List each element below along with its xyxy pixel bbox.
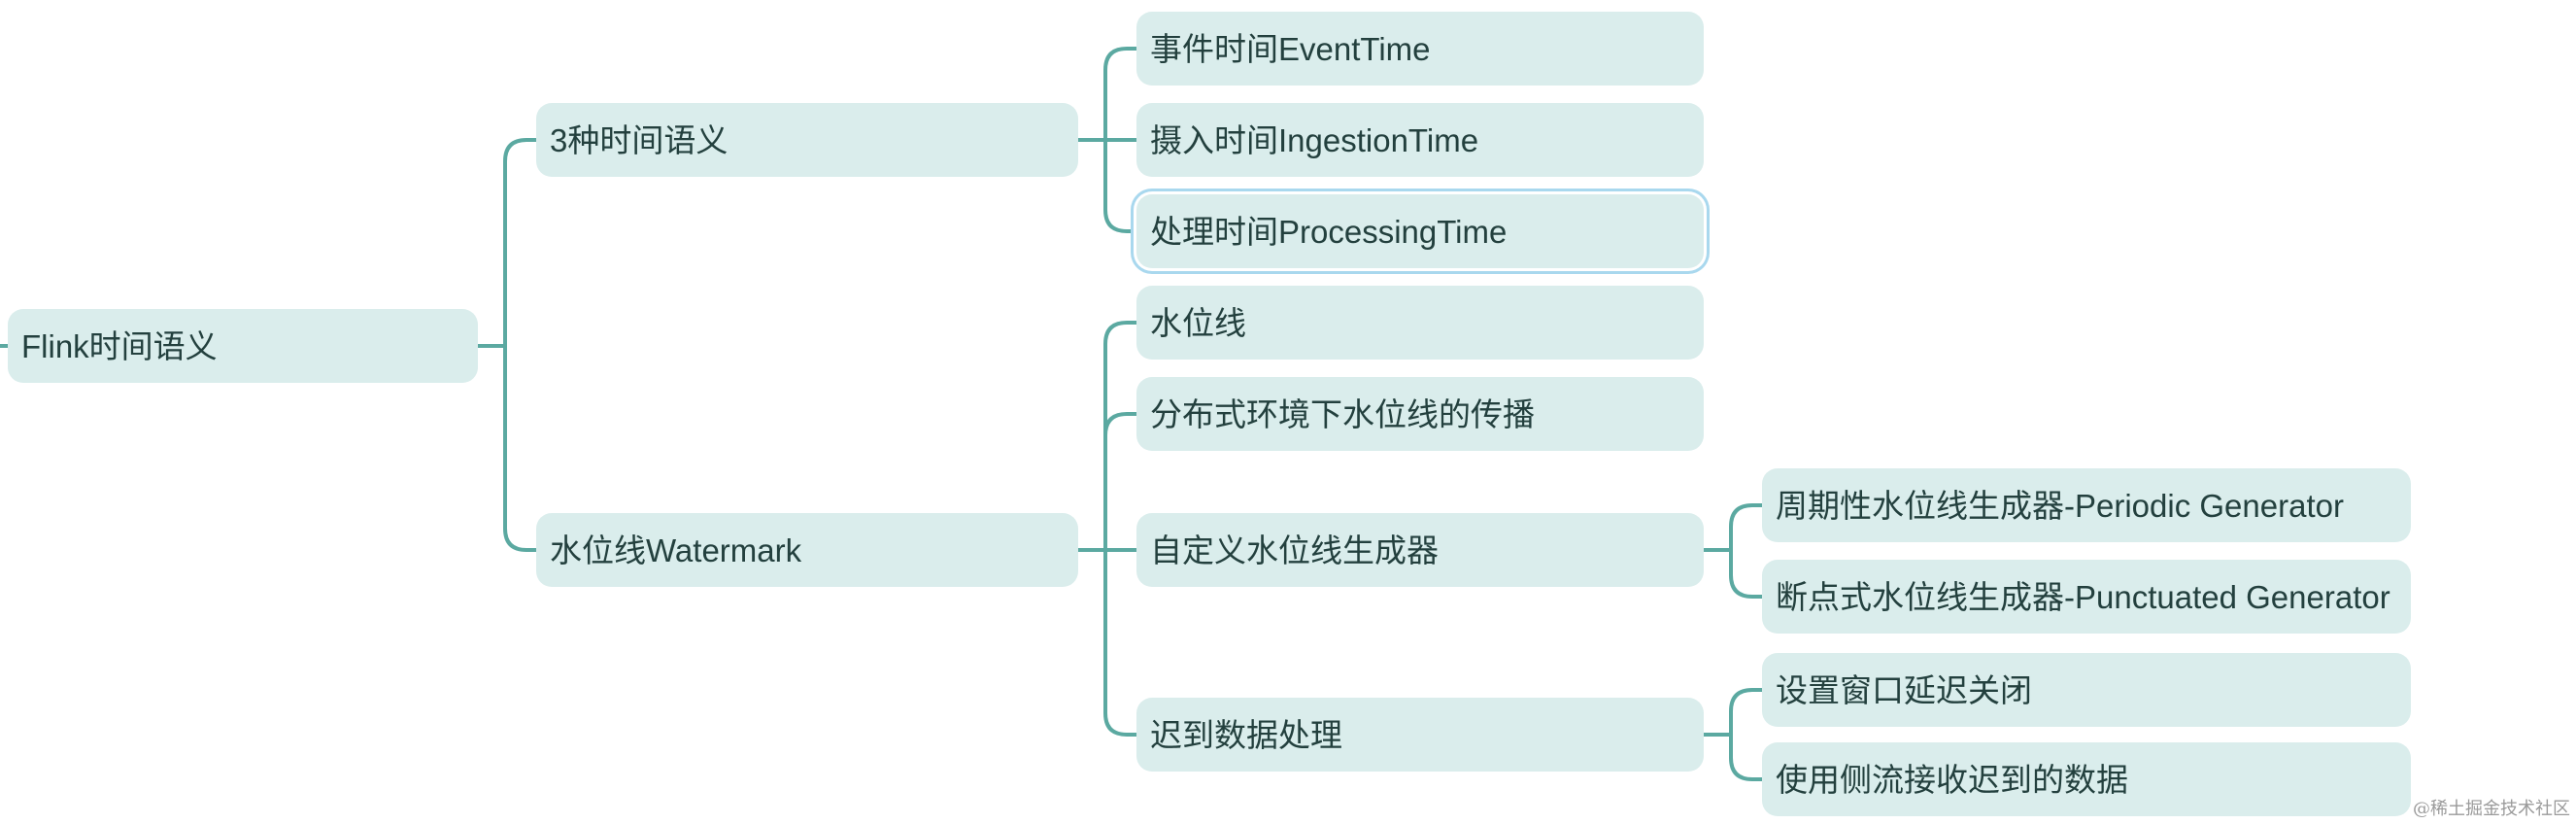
node-watermark[interactable]: 水位线Watermark <box>536 513 1078 587</box>
node-watermark-basic[interactable]: 水位线 <box>1136 286 1704 360</box>
node-window-allowed-lateness[interactable]: 设置窗口延迟关闭 <box>1762 653 2411 727</box>
node-root-flink-time-semantics[interactable]: Flink时间语义 <box>8 309 478 383</box>
node-late-data-handling[interactable]: 迟到数据处理 <box>1136 698 1704 772</box>
node-watermark-propagation[interactable]: 分布式环境下水位线的传播 <box>1136 377 1704 451</box>
node-three-time-semantics[interactable]: 3种时间语义 <box>536 103 1078 177</box>
node-processing-time[interactable]: 处理时间ProcessingTime <box>1136 194 1704 268</box>
site-watermark: @稀土掘金技术社区 <box>2413 799 2570 819</box>
node-custom-watermark-generator[interactable]: 自定义水位线生成器 <box>1136 513 1704 587</box>
node-event-time[interactable]: 事件时间EventTime <box>1136 12 1704 86</box>
node-punctuated-generator[interactable]: 断点式水位线生成器-Punctuated Generator <box>1762 560 2411 634</box>
node-periodic-generator[interactable]: 周期性水位线生成器-Periodic Generator <box>1762 468 2411 542</box>
node-ingestion-time[interactable]: 摄入时间IngestionTime <box>1136 103 1704 177</box>
node-side-output-late-data[interactable]: 使用侧流接收迟到的数据 <box>1762 742 2411 816</box>
